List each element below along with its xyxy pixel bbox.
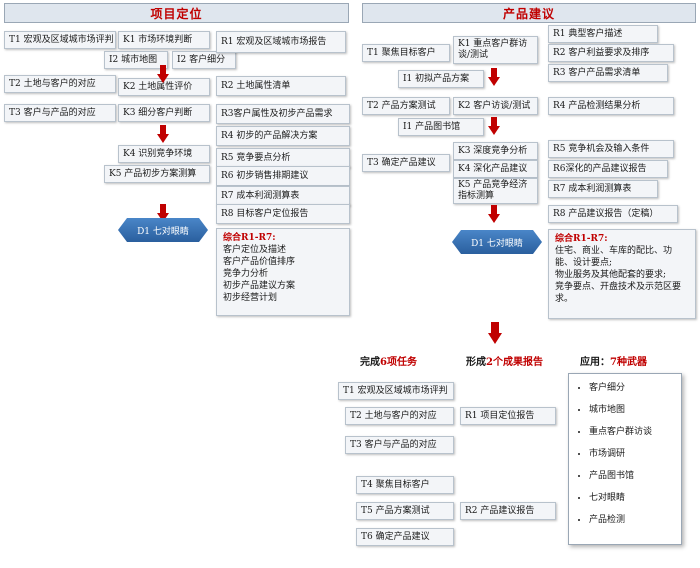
bottom-report-r1: R1 项目定位报告 xyxy=(460,407,556,425)
right-task-t2: T2 产品方案测试 xyxy=(362,97,450,115)
right-summary-title: 综合R1-R7: xyxy=(555,234,608,244)
right-arrow-1 xyxy=(488,68,500,86)
right-r1: R1 典型客户描述 xyxy=(548,25,658,43)
right-summary-line: 物业服务及其他配套的要求; xyxy=(555,270,667,280)
right-task-t1: T1 聚焦目标客户 xyxy=(362,44,450,62)
weapon-item: 产品检测 xyxy=(589,512,673,525)
right-k5: K5 产品竞争经济指标测算 xyxy=(453,178,538,204)
left-k3: K3 细分客户判断 xyxy=(118,104,210,122)
heading-red: 2个成果报告 xyxy=(486,357,543,368)
weapon-item: 产品图书馆 xyxy=(589,468,673,481)
right-r8: R8 产品建议报告（定稿） xyxy=(548,205,678,223)
left-d1-diamond: D1 七对眼睛 xyxy=(118,218,208,242)
left-k4: K4 识别竞争环境 xyxy=(118,145,210,163)
left-summary-line: 客户产品价值排序 xyxy=(223,257,296,267)
left-summary-line: 客户定位及描述 xyxy=(223,245,287,255)
left-summary-note: 综合R1-R7: 客户定位及描述 客户产品价值排序 竞争力分析 初步产品建议方案… xyxy=(216,228,350,316)
bottom-task-t3: T3 客户与产品的对应 xyxy=(345,436,454,454)
bottom-heading-tasks: 完成6项任务 xyxy=(360,353,417,368)
left-summary-line: 竞争力分析 xyxy=(223,269,269,279)
bottom-task-t4: T4 聚焦目标客户 xyxy=(356,476,454,494)
right-r6: R6深化的产品建议报告 xyxy=(548,160,668,178)
left-summary-line: 初步经营计划 xyxy=(223,293,278,303)
heading-red: 6项任务 xyxy=(380,357,417,368)
header-project-positioning: 项目定位 xyxy=(4,3,349,23)
bottom-task-t5: T5 产品方案测试 xyxy=(356,502,454,520)
right-k2: K2 客户访谈/测试 xyxy=(453,97,538,115)
left-r2: R2 土地属性清单 xyxy=(216,76,346,96)
right-r3: R3 客户产品需求清单 xyxy=(548,64,668,82)
left-r3: R3客户属性及初步产品需求 xyxy=(216,104,350,124)
header-product-suggestion: 产品建议 xyxy=(362,3,696,23)
left-k1: K1 市场环境判断 xyxy=(118,31,210,49)
right-summary-line: 住宅、商业、车库的配比、功能、设计要点; xyxy=(555,246,673,268)
right-task-t3: T3 确定产品建议 xyxy=(362,154,450,172)
left-summary-title: 综合R1-R7: xyxy=(223,233,276,243)
heading-pre: 形成 xyxy=(466,357,486,368)
left-r7: R7 成本利润测算表 xyxy=(216,186,350,206)
left-task-t1: T1 宏观及区域城市场评判 xyxy=(4,31,116,49)
bottom-heading-reports: 形成2个成果报告 xyxy=(466,353,543,368)
weapon-item: 城市地图 xyxy=(589,402,673,415)
weapon-item: 七对眼睛 xyxy=(589,490,673,503)
left-r8: R8 目标客户定位报告 xyxy=(216,204,350,224)
bottom-task-t1: T1 宏观及区域城市场评判 xyxy=(338,382,454,400)
bottom-arrow xyxy=(488,322,502,348)
right-i1-initial-plan: I1 初拟产品方案 xyxy=(398,70,484,88)
left-arrow-1 xyxy=(157,65,169,83)
heading-pre: 应用： xyxy=(580,357,610,368)
header-right-label: 产品建议 xyxy=(502,6,555,21)
left-i2-city-map: I2 城市地图 xyxy=(104,51,168,69)
right-r4: R4 产品检测结果分析 xyxy=(548,97,674,115)
weapon-item: 重点客户群访谈 xyxy=(589,424,673,437)
bottom-task-t2: T2 土地与客户的对应 xyxy=(345,407,454,425)
right-arrow-2 xyxy=(488,117,500,135)
right-r2: R2 客户利益要求及排序 xyxy=(548,44,674,62)
left-task-t2: T2 土地与客户的对应 xyxy=(4,75,116,93)
right-d1-label: D1 七对眼睛 xyxy=(452,230,542,254)
left-k5: K5 产品初步方案测算 xyxy=(104,165,210,183)
weapon-item: 客户细分 xyxy=(589,380,673,393)
right-i1-product-library: I1 产品图书馆 xyxy=(398,118,484,136)
left-d1-label: D1 七对眼睛 xyxy=(118,218,208,242)
bottom-task-t6: T6 确定产品建议 xyxy=(356,528,454,546)
header-left-label: 项目定位 xyxy=(150,6,203,21)
left-r6: R6 初步销售排期建议 xyxy=(216,166,350,186)
left-arrow-2 xyxy=(157,125,169,143)
right-d1-diamond: D1 七对眼睛 xyxy=(452,230,542,254)
right-arrow-3 xyxy=(488,205,500,223)
left-r4: R4 初步的产品解决方案 xyxy=(216,126,350,146)
left-r1: R1 宏观及区域城市场报告 xyxy=(216,31,346,53)
left-task-t3: T3 客户与产品的对应 xyxy=(4,104,116,122)
right-summary-note: 综合R1-R7: 住宅、商业、车库的配比、功能、设计要点; 物业服务及其他配套的… xyxy=(548,229,696,319)
right-r7: R7 成本利润测算表 xyxy=(548,180,658,198)
weapon-item: 市场调研 xyxy=(589,446,673,459)
right-k1: K1 重点客户群访谈/测试 xyxy=(453,36,538,64)
right-r5: R5 竞争机会及输入条件 xyxy=(548,140,674,158)
right-k4: K4 深化产品建议 xyxy=(453,160,538,178)
right-summary-line: 竞争要点、开盘技术及示范区要求。 xyxy=(555,282,682,304)
weapons-list: 客户细分 城市地图 重点客户群访谈 市场调研 产品图书馆 七对眼睛 产品检测 xyxy=(568,373,682,545)
left-summary-line: 初步产品建议方案 xyxy=(223,281,296,291)
heading-red: 7种武器 xyxy=(610,357,647,368)
heading-pre: 完成 xyxy=(360,357,380,368)
left-arrow-3 xyxy=(157,204,169,222)
left-r5: R5 竞争要点分析 xyxy=(216,148,350,168)
bottom-report-r2: R2 产品建议报告 xyxy=(460,502,556,520)
right-k3: K3 深度竞争分析 xyxy=(453,142,538,160)
bottom-heading-weapons: 应用：7种武器 xyxy=(580,353,647,368)
left-i2-customer-segment: I2 客户细分 xyxy=(172,51,236,69)
